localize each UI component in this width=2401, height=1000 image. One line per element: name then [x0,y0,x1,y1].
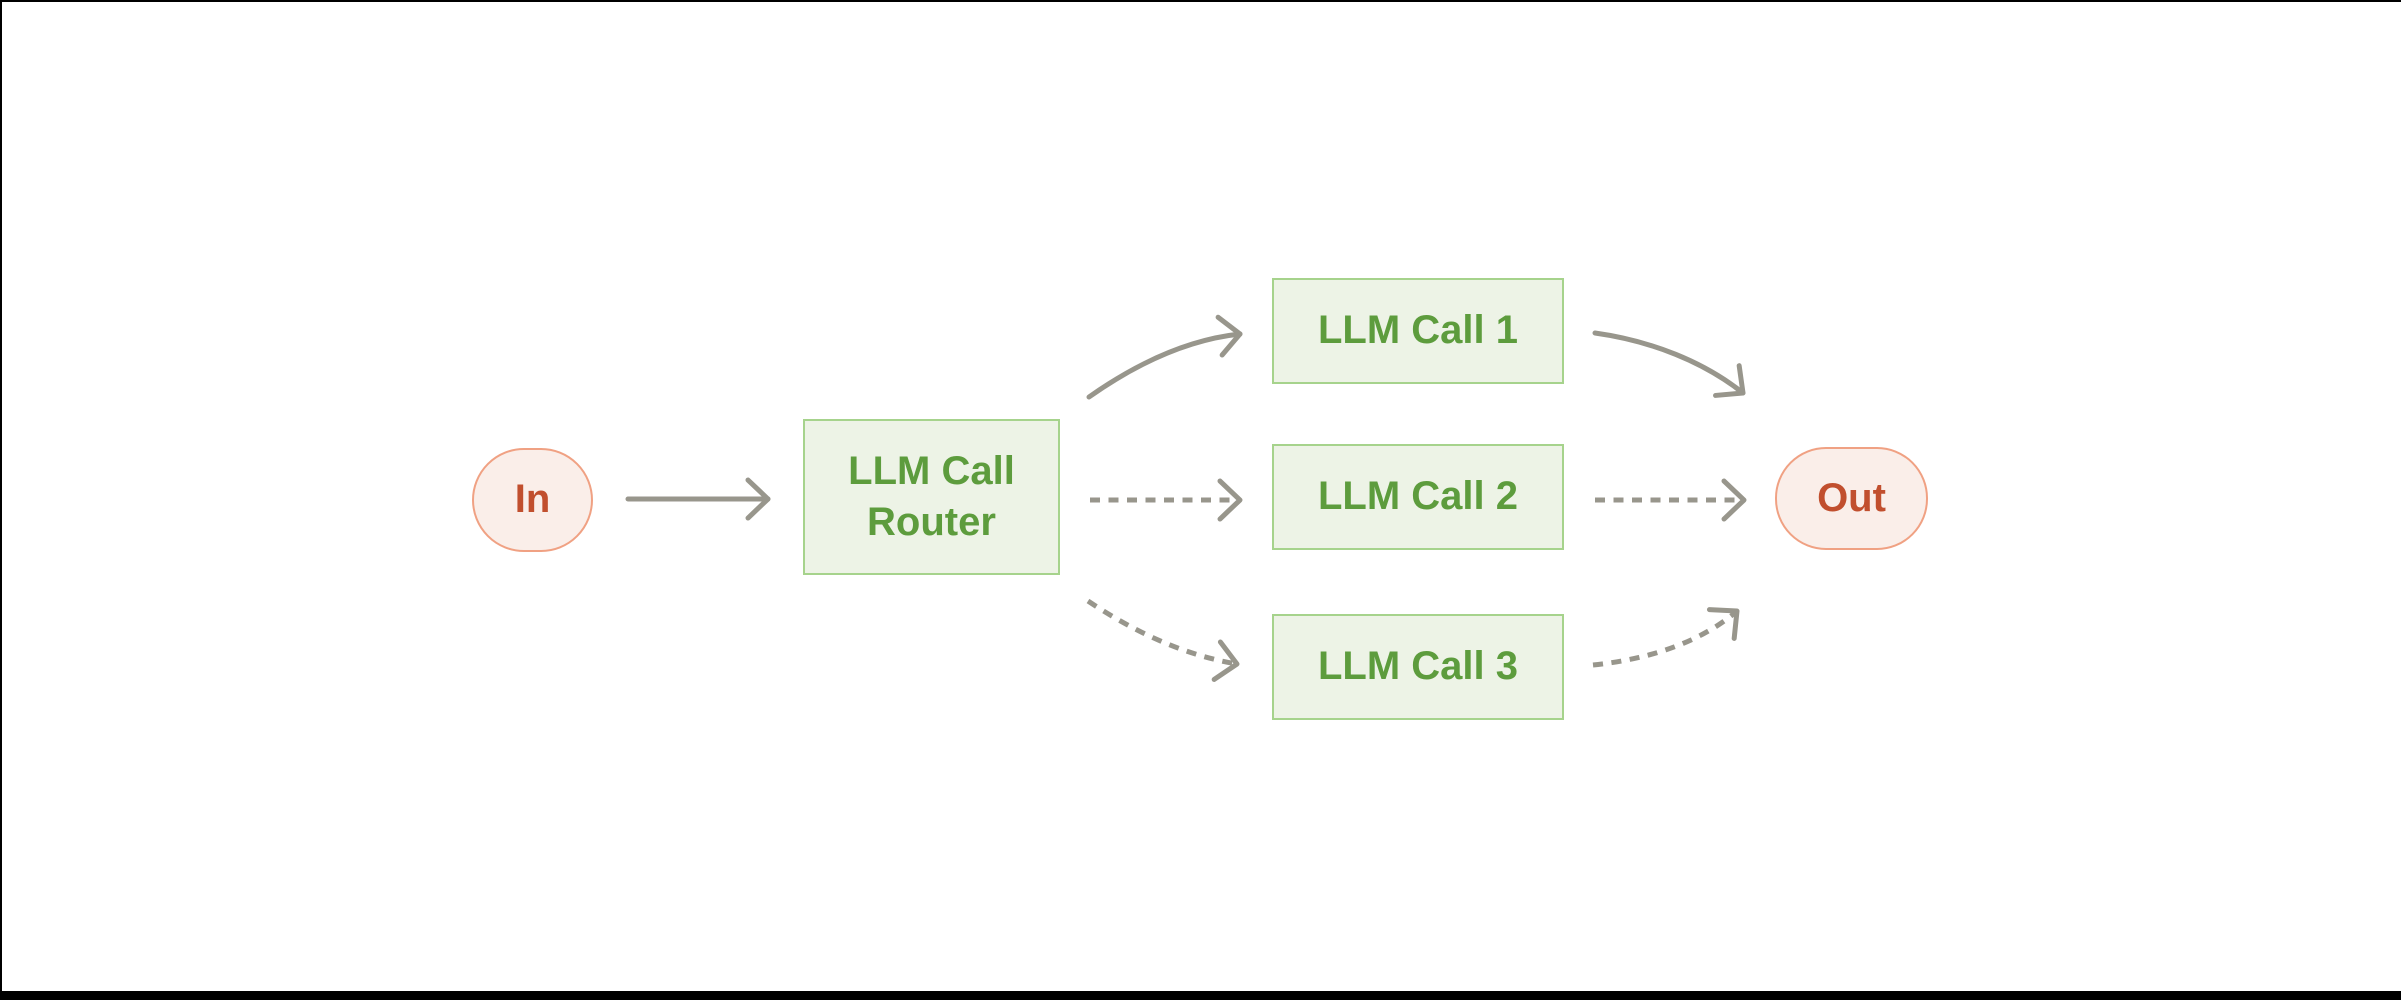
node-llm-call-2: LLM Call 2 [1272,444,1564,550]
edge-call1-to-out [1592,330,1746,398]
node-llm-call-2-label: LLM Call 2 [1317,474,1519,519]
node-llm-call-router: LLM Call Router [803,419,1060,575]
window-edge-left [0,0,2,1000]
node-llm-call-3: LLM Call 3 [1272,614,1564,720]
node-llm-call-1: LLM Call 1 [1272,278,1564,384]
node-in: In [472,448,593,552]
node-out-label: Out [1817,475,1886,520]
window-edge-top [0,0,2401,2]
edge-router-to-call1 [1086,314,1243,400]
edge-router-to-call3 [1086,598,1240,682]
node-llm-call-1-label: LLM Call 1 [1317,308,1519,353]
node-llm-call-3-label: LLM Call 3 [1317,644,1519,689]
node-in-label: In [514,477,551,522]
edge-call3-to-out [1592,607,1740,668]
node-out: Out [1775,447,1928,550]
node-llm-call-router-label: LLM Call Router [848,448,1015,544]
window-edge-bottom [0,991,2401,1000]
